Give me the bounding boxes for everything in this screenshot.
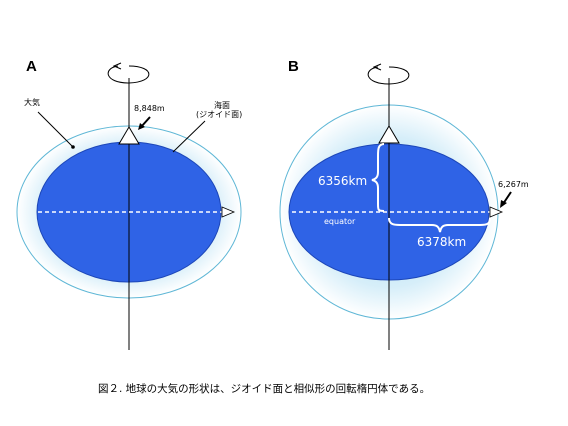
- panel-a-sea-label-line2: (ジオイド面): [196, 110, 242, 119]
- panel-a-sea-label-line1: 海面: [214, 100, 230, 110]
- panel-b-equator-arrow-icon: [489, 206, 504, 218]
- panel-b-polar-brace: [371, 143, 385, 212]
- panel-a-rotation-arrow-icon: [107, 62, 150, 84]
- panel-a-height-arrow-icon: [138, 116, 151, 130]
- panel-b-equator-label: equator: [324, 217, 356, 226]
- panel-b-rotation-arrow-icon: [367, 63, 410, 85]
- panel-a-label: A: [26, 58, 37, 75]
- panel-b-polar-radius-label: 6356km: [318, 174, 367, 188]
- panel-b-height-arrow-icon: [500, 191, 512, 208]
- panel-b-equatorial-brace: [388, 217, 491, 233]
- panel-b-equatorial-radius-label: 6378km: [417, 235, 466, 249]
- panel-a-atmosphere-label: 大気: [24, 97, 40, 107]
- panel-b-mountain-icon: [378, 125, 400, 144]
- figure-caption: 図２. 地球の大気の形状は、ジオイド面と相似形の回転楕円体である。: [98, 382, 430, 395]
- panel-a-equator-arrow-icon: [221, 206, 236, 218]
- panel-a: A 8,848m 大気 海面 (ジオイド面): [16, 58, 242, 350]
- panel-b-label: B: [288, 58, 299, 75]
- panel-b: B 6356km 6378km equator 6,267m: [279, 58, 529, 350]
- panel-a-height-label: 8,848m: [134, 104, 165, 113]
- panel-a-sea-leader: [172, 120, 206, 153]
- panel-a-atmosphere-dot: [71, 145, 75, 149]
- panel-b-height-label: 6,267m: [498, 180, 529, 189]
- panel-a-mountain-icon: [118, 126, 140, 145]
- panel-a-atmosphere-leader: [37, 111, 73, 147]
